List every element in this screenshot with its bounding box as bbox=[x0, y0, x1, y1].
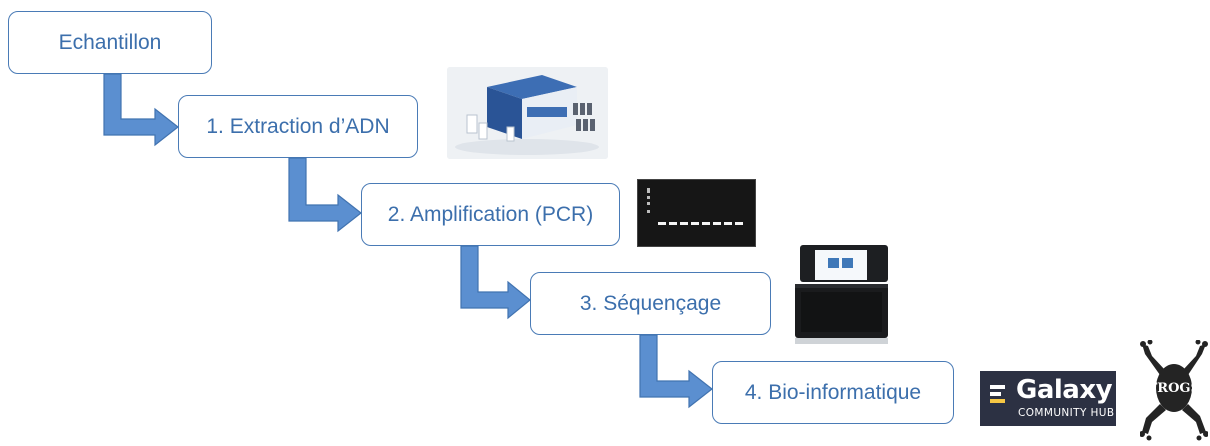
arrow-sample-to-extraction bbox=[103, 73, 179, 147]
sequencer-image bbox=[795, 242, 888, 346]
dna-extraction-kit-image bbox=[447, 67, 608, 159]
step-label-pcr-amplification: 2. Amplification (PCR) bbox=[387, 202, 594, 226]
step-box-sample: Echantillon bbox=[8, 11, 212, 74]
step-label-bioinformatics: 4. Bio-informatique bbox=[744, 380, 922, 404]
step-box-pcr-amplification: 2. Amplification (PCR) bbox=[361, 183, 620, 246]
galaxy-logo: Galaxy COMMUNITY HUB bbox=[980, 371, 1116, 426]
arrow-sequencing-to-bioinformatics bbox=[639, 334, 713, 409]
pcr-gel-image bbox=[637, 179, 756, 247]
step-label-sample: Echantillon bbox=[58, 30, 162, 54]
galaxy-logo-name: Galaxy bbox=[1016, 375, 1113, 405]
frogs-logo-text: FROGS bbox=[1148, 381, 1200, 396]
galaxy-mark-icon bbox=[990, 385, 1005, 403]
step-box-bioinformatics: 4. Bio-informatique bbox=[712, 361, 954, 424]
arrow-pcr-to-sequencing bbox=[460, 245, 531, 320]
step-label-dna-extraction: 1. Extraction d’ADN bbox=[206, 114, 390, 138]
step-box-dna-extraction: 1. Extraction d’ADN bbox=[178, 95, 418, 158]
arrow-extraction-to-pcr bbox=[288, 157, 362, 233]
frogs-logo: FROGS bbox=[1139, 339, 1209, 441]
step-label-sequencing: 3. Séquençage bbox=[579, 291, 722, 315]
galaxy-logo-subtitle: COMMUNITY HUB bbox=[1018, 407, 1115, 419]
